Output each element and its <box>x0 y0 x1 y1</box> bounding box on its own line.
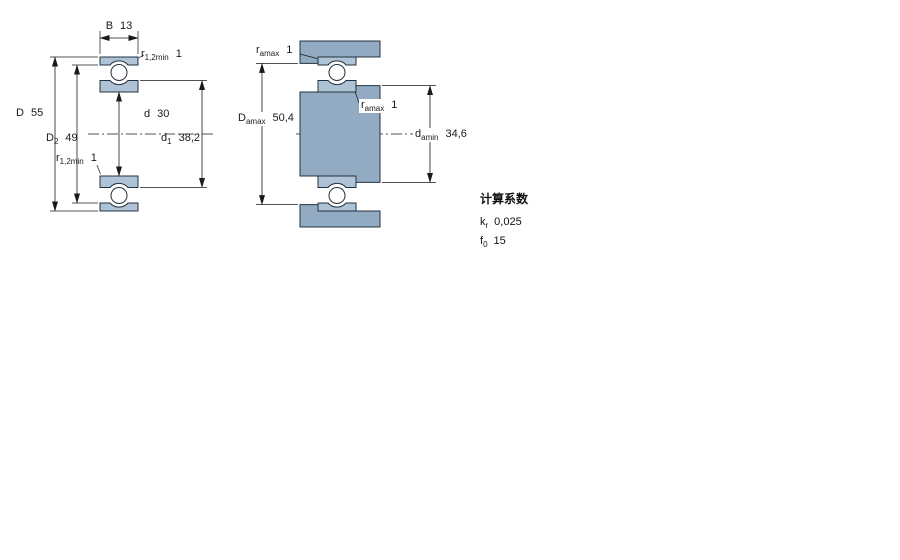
left-view-drawing <box>50 31 215 212</box>
factor-symbol: k <box>480 216 486 228</box>
dim-value: 1 <box>391 99 398 111</box>
dim-label-r12min-bottom: r1,2min 1 <box>56 152 97 166</box>
dim-symbol: d <box>144 108 151 120</box>
dim-subscript: amax <box>259 49 280 59</box>
inner-ring-top <box>317 80 357 93</box>
dim-value: 55 <box>30 107 44 119</box>
dim-value: 50,4 <box>272 112 294 124</box>
dim-label-r12min-top: r1,2min 1 <box>141 48 182 62</box>
outer-ring-top <box>99 56 139 66</box>
ball-top <box>110 64 128 81</box>
factor-f0: f0 15 <box>480 235 506 249</box>
dim-value: 1 <box>90 152 97 164</box>
dim-subscript: amin <box>421 133 439 143</box>
dim-subscript: amax <box>364 104 385 114</box>
leader-ra-top <box>299 53 318 59</box>
factor-value: 15 <box>493 235 506 247</box>
inner-ring-top <box>99 80 139 93</box>
dim-Da-lines <box>256 62 298 206</box>
outer-ring-top <box>317 56 357 66</box>
dim-label-D2: D2 49 <box>46 132 78 146</box>
dim-label-ramax-mid: ramax 1 <box>359 99 400 114</box>
dim-symbol: D <box>16 107 24 119</box>
dim-symbol: d <box>415 128 422 140</box>
dim-symbol: d <box>161 132 168 144</box>
outer-ring-bottom <box>99 202 139 212</box>
dim-value: 38,2 <box>178 132 200 144</box>
dim-symbol: r <box>256 44 260 56</box>
inner-ring-bottom <box>317 175 357 188</box>
dim-label-ramax-top: ramax 1 <box>256 44 292 58</box>
dim-B-lines <box>99 31 139 54</box>
factor-kr: kr 0,025 <box>480 216 522 230</box>
dim-label-B: B 13 <box>101 20 137 32</box>
outer-ring-bottom <box>317 202 357 212</box>
dim-subscript: 1 <box>167 137 172 147</box>
dim-D-lines <box>50 56 98 212</box>
right-view-drawing <box>256 40 442 228</box>
dim-subscript: 1,2min <box>144 53 169 63</box>
dim-value: 49 <box>65 132 78 144</box>
factor-value: 0,025 <box>494 216 522 228</box>
dim-label-D: D 55 <box>16 107 43 119</box>
dim-subscript: amax <box>245 117 266 127</box>
dim-value: 34,6 <box>445 128 467 140</box>
dim-subscript: 2 <box>53 137 59 147</box>
dim-D2-lines <box>72 64 98 204</box>
ball-top <box>328 64 346 81</box>
dim-label-damin: damin 34,6 <box>413 128 469 143</box>
dim-d1-lines <box>140 80 207 188</box>
dim-value: 13 <box>120 20 133 32</box>
leader-ra-mid <box>354 91 360 104</box>
dim-symbol: r <box>361 99 365 111</box>
dim-value: 1 <box>175 48 182 60</box>
factor-subscript: 0 <box>483 240 488 250</box>
ball-bottom <box>110 187 128 204</box>
dim-value: 30 <box>157 108 170 120</box>
inner-ring-bottom <box>99 175 139 188</box>
dim-subscript: 1,2min <box>59 157 84 167</box>
dim-label-d: d 30 <box>144 108 169 120</box>
calc-factors-title: 计算系数 <box>480 192 529 206</box>
dim-symbol: B <box>105 20 114 32</box>
dim-symbol: D <box>238 112 246 124</box>
dim-symbol: r <box>56 152 60 164</box>
dim-value: 1 <box>286 44 293 56</box>
dim-symbol: D <box>46 132 54 144</box>
ball-bottom <box>328 187 346 204</box>
leader-r-top <box>138 54 145 59</box>
dim-symbol: r <box>141 48 145 60</box>
factor-subscript: r <box>485 221 489 231</box>
dim-label-d1: d1 38,2 <box>161 132 200 146</box>
dim-label-Damax: Damax 50,4 <box>236 112 296 127</box>
factor-symbol: f <box>480 235 484 247</box>
leader-r-bottom <box>96 164 101 175</box>
